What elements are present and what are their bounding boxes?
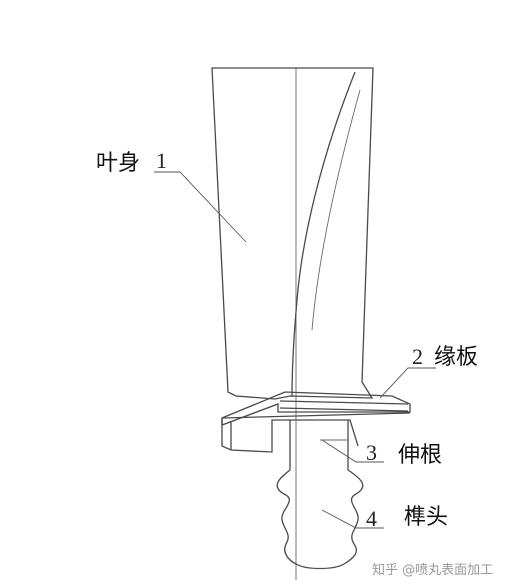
leader-2 [379, 367, 436, 399]
platform-bottom-edge [221, 412, 411, 419]
leader-3 [321, 439, 384, 463]
platform-line-1 [279, 400, 409, 405]
leader-4 [321, 509, 384, 529]
airfoil-outline [211, 67, 374, 400]
fir-tree-root [276, 469, 364, 570]
label-2-text: 缘板 [434, 345, 478, 370]
label-1-text: 叶身 [96, 151, 140, 176]
shank-outline [289, 420, 349, 470]
platform-line-2 [279, 407, 409, 412]
airfoil-inner-line [311, 89, 361, 331]
label-4-number: 4 [366, 506, 377, 531]
platform-underside [221, 418, 359, 453]
leader-1 [154, 171, 247, 243]
label-2-number: 2 [412, 344, 423, 369]
label-3-text: 伸根 [398, 443, 442, 468]
airfoil-edge-line [291, 71, 356, 397]
label-1-number: 1 [156, 148, 167, 173]
label-3-number: 3 [366, 440, 377, 465]
label-4-text: 榫头 [404, 505, 448, 530]
watermark: 知乎 @喷丸表面加工 [372, 562, 493, 578]
